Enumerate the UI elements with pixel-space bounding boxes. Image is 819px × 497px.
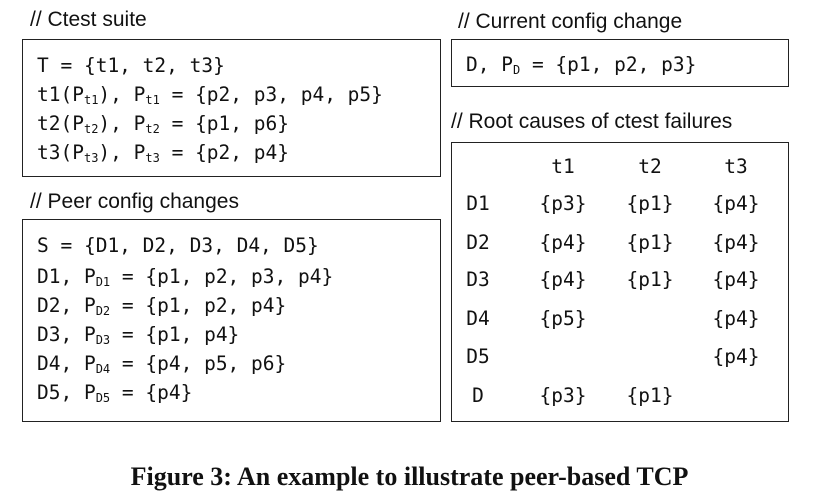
- table-cell: {p3}: [539, 384, 587, 407]
- table-cell: {p4}: [539, 268, 587, 291]
- column-header-t2: t2: [638, 155, 662, 178]
- table-cell: {p1}: [626, 231, 674, 254]
- row-label: D3: [466, 268, 490, 291]
- test-set-line: T = {t1, t2, t3}: [37, 54, 225, 77]
- peer-set-line: S = {D1, D2, D3, D4, D5}: [37, 234, 319, 257]
- ctest-suite-comment: // Ctest suite: [30, 8, 147, 31]
- table-cell: {p4}: [539, 231, 587, 254]
- row-label: D4: [466, 307, 490, 330]
- column-header-t3: t3: [724, 155, 748, 178]
- peer-changes-box: S = {D1, D2, D3, D4, D5} D1, PD1 = {p1, …: [22, 219, 441, 422]
- peer-line-d4: D4, PD4 = {p4, p5, p6}: [37, 352, 287, 376]
- root-causes-comment: // Root causes of ctest failures: [451, 110, 733, 133]
- figure-caption: Figure 3: An example to illustrate peer-…: [130, 462, 689, 491]
- peer-line-d5: D5, PD5 = {p4}: [37, 381, 193, 405]
- current-change-comment: // Current config change: [458, 10, 683, 33]
- table-cell: {p1}: [626, 268, 674, 291]
- table-cell: {p4}: [712, 192, 760, 215]
- row-label: D5: [466, 345, 490, 368]
- table-cell: {p4}: [712, 307, 760, 330]
- ctest-suite-box: T = {t1, t2, t3} t1(Pt1), Pt1 = {p2, p3,…: [22, 39, 441, 177]
- test-line-t1: t1(Pt1), Pt1 = {p2, p3, p4, p5}: [37, 83, 383, 107]
- table-cell: {p1}: [626, 192, 674, 215]
- table-cell: {p4}: [712, 345, 760, 368]
- column-header-t1: t1: [551, 155, 575, 178]
- test-line-t2: t2(Pt2), Pt2 = {p1, p6}: [37, 112, 289, 136]
- current-change-box: D, PD = {p1, p2, p3}: [451, 39, 789, 87]
- row-label: D1: [466, 192, 490, 215]
- table-cell: {p3}: [539, 192, 587, 215]
- table-cell: {p1}: [626, 384, 674, 407]
- peer-line-d3: D3, PD3 = {p1, p4}: [37, 323, 240, 347]
- row-label: D2: [466, 231, 490, 254]
- table-cell: {p4}: [712, 268, 760, 291]
- row-label: D: [472, 384, 484, 407]
- root-causes-box: t1 t2 t3 D1 {p3} {p1} {p4} D2 {p4} {p1} …: [451, 142, 789, 422]
- peer-line-d1: D1, PD1 = {p1, p2, p3, p4}: [37, 265, 334, 289]
- test-line-t3: t3(Pt3), Pt3 = {p2, p4}: [37, 141, 289, 165]
- peer-line-d2: D2, PD2 = {p1, p2, p4}: [37, 294, 287, 318]
- current-change-line: D, PD = {p1, p2, p3}: [466, 53, 697, 77]
- table-cell: {p5}: [539, 307, 587, 330]
- peer-changes-comment: // Peer config changes: [30, 190, 239, 213]
- table-cell: {p4}: [712, 231, 760, 254]
